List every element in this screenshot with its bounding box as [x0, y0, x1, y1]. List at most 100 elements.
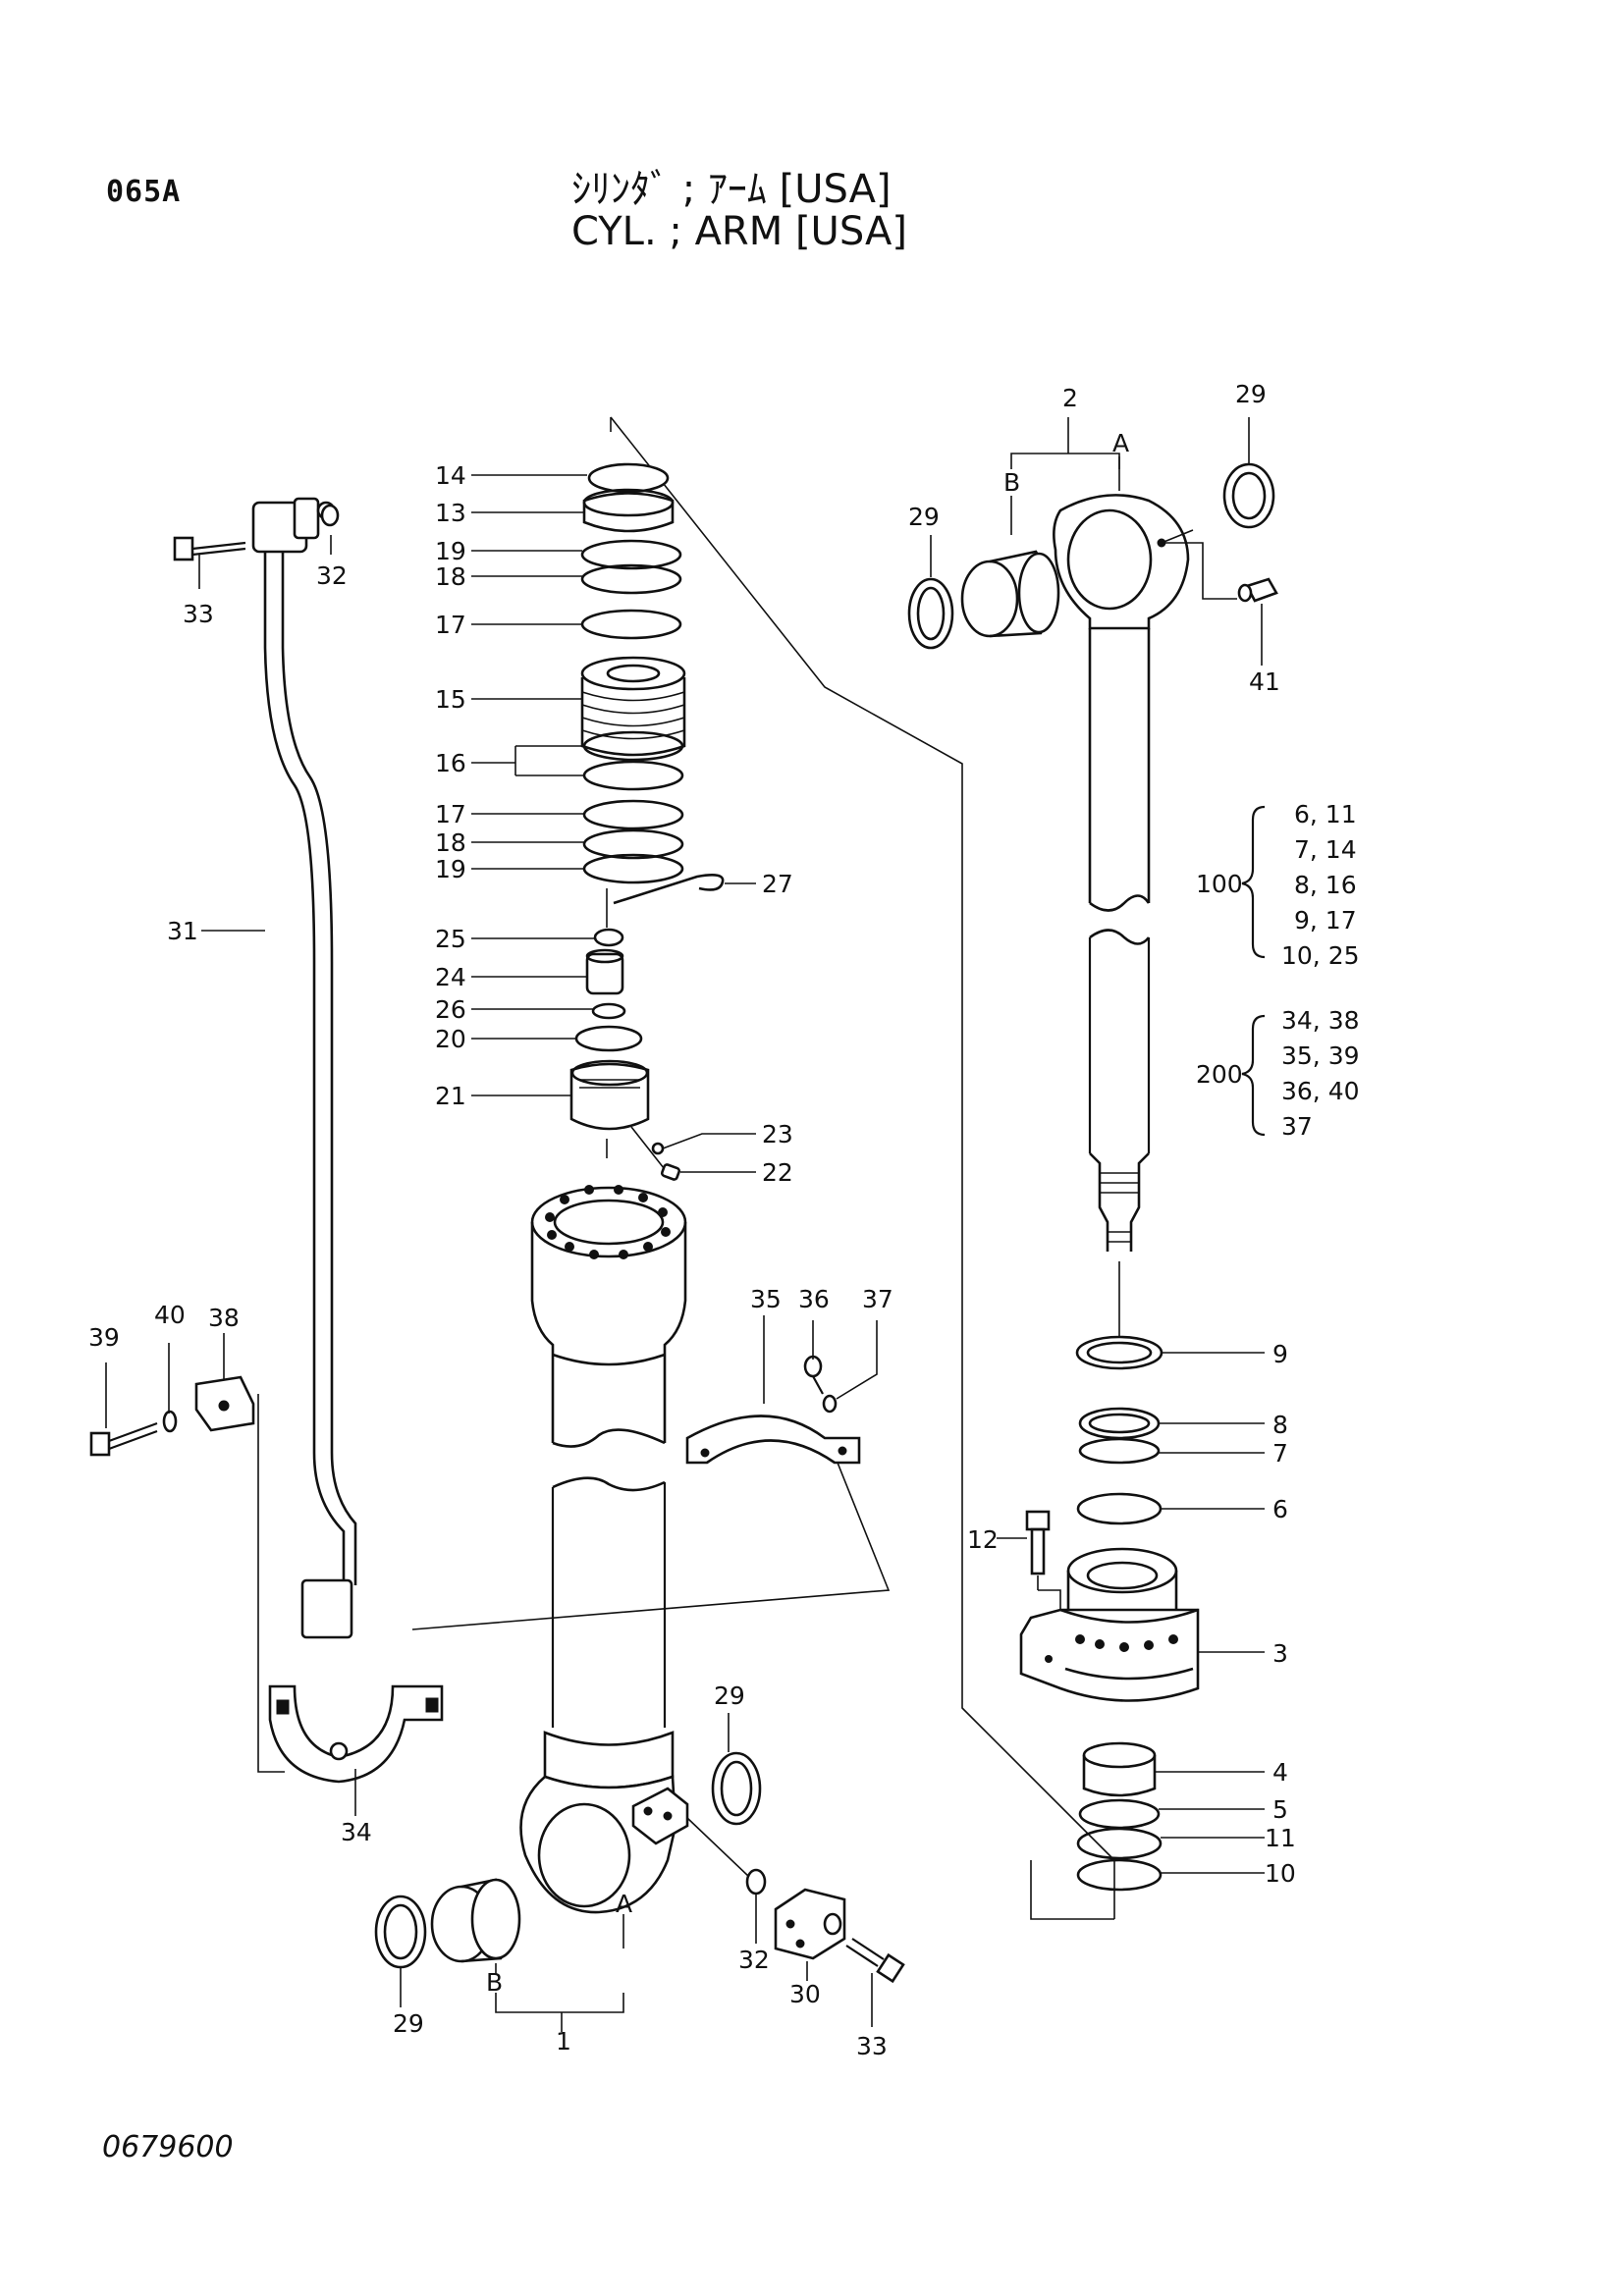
- dimension-brackets: [495, 417, 1120, 2032]
- o-ring-6: [1076, 1492, 1163, 1525]
- bushing-1b: [430, 1878, 521, 1963]
- callout: B: [486, 1968, 503, 1997]
- spacer-38: [194, 1375, 255, 1432]
- callout: 15: [435, 685, 466, 714]
- callout: 29: [714, 1682, 745, 1710]
- seal-8-7: [1078, 1407, 1161, 1465]
- kit-100-item: 9, 17: [1294, 906, 1357, 934]
- callout: 23: [762, 1120, 793, 1148]
- callout: 25: [435, 925, 466, 953]
- kit-200-item: 34, 38: [1281, 1006, 1360, 1035]
- callout: 41: [1249, 667, 1280, 696]
- callout: 2: [1062, 384, 1078, 412]
- seal-29-upper-right: [1222, 462, 1275, 529]
- callout: 1: [556, 2027, 571, 2056]
- callout: 13: [435, 499, 466, 527]
- grease-fitting-41: [1237, 577, 1278, 603]
- callout: 29: [1235, 380, 1267, 408]
- title-japanese: ｼﾘﾝﾀﾞ ; ｱｰﾑ [USA]: [571, 167, 892, 212]
- o-ring-32-top: [320, 504, 340, 527]
- kit-100: 100 6, 11 7, 14 8, 16 9, 17 10, 25: [1196, 800, 1360, 970]
- kit-100-label: 100: [1196, 870, 1243, 898]
- callout: 31: [167, 917, 198, 945]
- callout: 29: [908, 503, 940, 531]
- callout: 7: [1272, 1439, 1288, 1468]
- seal-29-lower-mid: [711, 1751, 762, 1826]
- callout: 38: [208, 1304, 240, 1332]
- band-35: [685, 1415, 861, 1465]
- callout: 32: [738, 1946, 770, 1974]
- callout: 33: [183, 600, 214, 628]
- callout: 26: [435, 995, 466, 1024]
- kit-200-item: 36, 40: [1281, 1077, 1360, 1105]
- bolt-36: [803, 1355, 824, 1395]
- block-30: [774, 1888, 846, 1960]
- callout: 12: [967, 1525, 999, 1554]
- callout: 27: [762, 870, 793, 898]
- callout: A: [616, 1890, 632, 1918]
- callout: 6: [1272, 1495, 1288, 1523]
- kit-braces: [1241, 805, 1266, 1137]
- callout-labels: 14 13 19 18 17 15 16 17 18 19 27 25 24 2…: [88, 380, 1296, 2060]
- cylinder-tube-1: [519, 1185, 689, 1914]
- leader-lines: [105, 417, 1265, 2027]
- callout: 29: [393, 2009, 424, 2038]
- bolt-33-bottom: [845, 1938, 905, 1984]
- page-code: 065A: [106, 175, 182, 209]
- callout: 9: [1272, 1340, 1288, 1368]
- seal-9: [1075, 1335, 1163, 1370]
- kit-200-item: 35, 39: [1281, 1041, 1360, 1070]
- callout: 17: [435, 800, 466, 828]
- callout: 4: [1272, 1758, 1288, 1787]
- assembly-grouping-lines: [257, 416, 1115, 1920]
- rod-2: [1053, 494, 1190, 1252]
- ring-5: [1078, 1798, 1161, 1830]
- callout: 17: [435, 611, 466, 639]
- callout: 22: [762, 1158, 793, 1187]
- pipe-31: [251, 497, 357, 1639]
- callout: 18: [435, 562, 466, 591]
- callout: 14: [435, 461, 466, 490]
- callout: 34: [341, 1818, 372, 1846]
- kit-200: 200 34, 38 35, 39 36, 40 37: [1196, 1006, 1360, 1141]
- callout: 21: [435, 1082, 466, 1110]
- bushing-2b: [960, 550, 1060, 638]
- callout: A: [1112, 429, 1129, 457]
- callout: 40: [154, 1301, 186, 1329]
- kit-100-item: 10, 25: [1281, 941, 1360, 970]
- washer-40: [162, 1410, 178, 1433]
- bolt-33-top: [173, 536, 246, 561]
- title-english: CYL. ; ARM [USA]: [571, 209, 907, 254]
- kit-200-item: 37: [1281, 1112, 1313, 1141]
- callout: 36: [798, 1285, 830, 1313]
- callout: 24: [435, 963, 466, 991]
- callout: 16: [435, 749, 466, 777]
- seal-29-lower-left: [374, 1895, 427, 1969]
- rod-head-3: [1019, 1547, 1200, 1702]
- o-ring-32-bottom: [745, 1868, 767, 1896]
- kit-200-label: 200: [1196, 1060, 1243, 1089]
- callout: 32: [316, 561, 348, 590]
- callout: 35: [750, 1285, 782, 1313]
- drawing-number: 0679600: [102, 2130, 234, 2164]
- callout: 19: [435, 855, 466, 883]
- washer-37: [822, 1394, 838, 1414]
- callout: 33: [856, 2032, 888, 2060]
- callout: 20: [435, 1025, 466, 1053]
- callout: 30: [789, 1980, 821, 2008]
- callout: 5: [1272, 1795, 1288, 1824]
- bolt-39: [89, 1421, 158, 1457]
- kit-100-item: 8, 16: [1294, 871, 1357, 899]
- callout: 3: [1272, 1639, 1288, 1668]
- callout: 11: [1265, 1824, 1296, 1852]
- kit-100-item: 7, 14: [1294, 835, 1357, 864]
- callout: 8: [1272, 1411, 1288, 1439]
- callout: 19: [435, 537, 466, 565]
- callout: 39: [88, 1323, 120, 1352]
- callout: B: [1003, 468, 1020, 497]
- ring-10: [1076, 1858, 1163, 1892]
- callout: 37: [862, 1285, 893, 1313]
- ring-11: [1076, 1827, 1163, 1860]
- piston-stack: [569, 462, 725, 1181]
